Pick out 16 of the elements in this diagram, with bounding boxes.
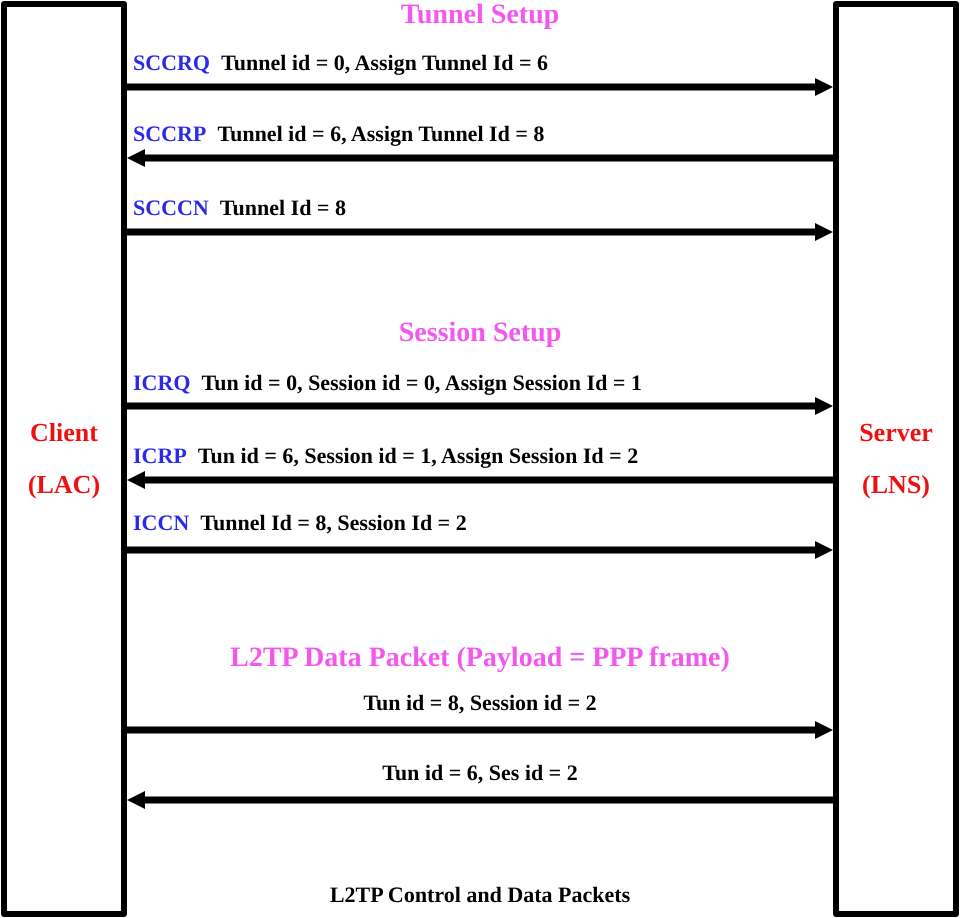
message-arrow: [127, 223, 833, 241]
message-arrow: [127, 471, 833, 489]
section-heading: L2TP Data Packet (Payload = PPP frame): [230, 641, 730, 675]
participant-label: Server (LNS): [858, 417, 934, 501]
diagram-caption: L2TP Control and Data Packets: [330, 881, 630, 909]
message-arrow: [127, 149, 833, 167]
message-arrow: [127, 721, 833, 739]
section-heading: Session Setup: [398, 316, 562, 350]
message-arrow: [127, 397, 833, 415]
participant-box: [833, 1, 959, 917]
message-arrow: [127, 78, 833, 96]
message-arrow: [127, 791, 833, 809]
message-arrow: [127, 541, 833, 559]
participant-box: [1, 1, 127, 917]
participant-label: Client (LAC): [26, 417, 102, 501]
section-heading: Tunnel Setup: [400, 0, 560, 32]
